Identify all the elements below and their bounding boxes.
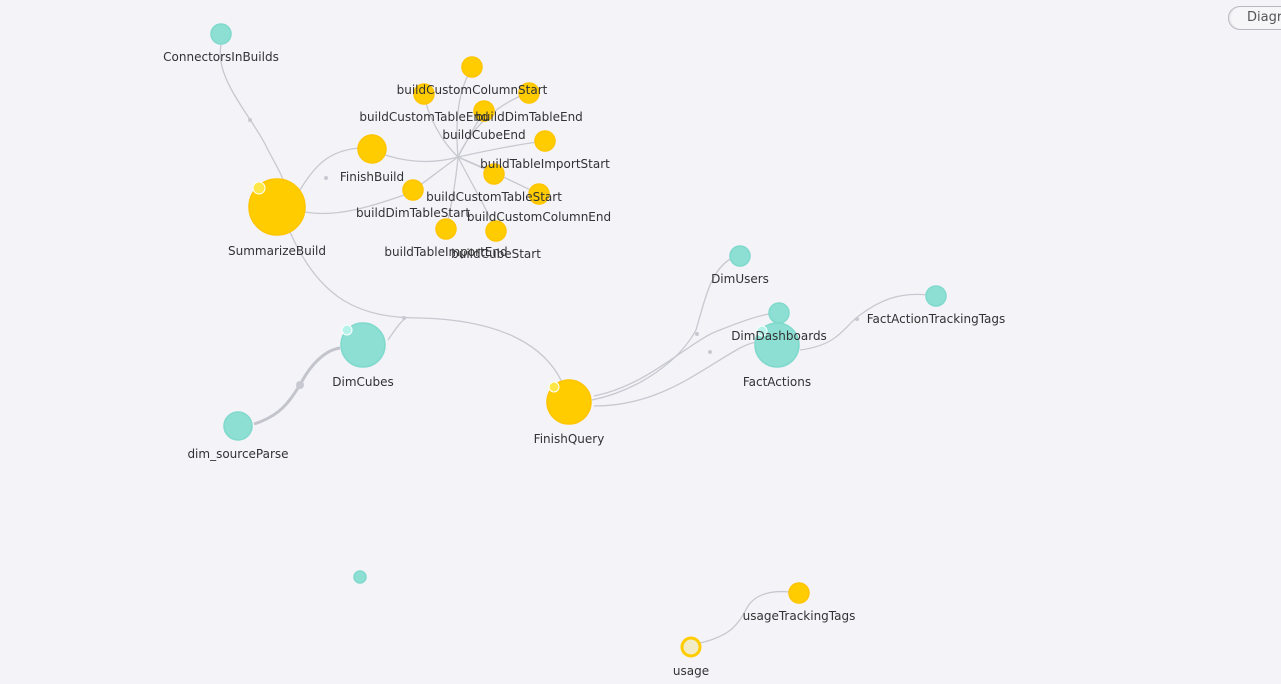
nodes (210, 23, 947, 658)
edge-summarize-finishbuild (299, 147, 361, 191)
fact-badge-icon (548, 381, 560, 393)
edge-midpoint-dot (296, 381, 304, 389)
dim-badge-icon (341, 324, 353, 336)
label-build-dim-table-end: buildDimTableEnd (475, 110, 583, 124)
node-dim-users[interactable] (729, 245, 751, 267)
label-usage-tracking-tags: usageTrackingTags (743, 609, 856, 623)
edge-midpoint-dot (708, 350, 712, 354)
node-usage[interactable] (680, 636, 702, 658)
label-dim-source-parse: dim_sourceParse (187, 447, 288, 461)
node-finish-query[interactable] (546, 379, 592, 425)
edge-connectors-summarize (219, 44, 284, 181)
label-connectors-in-builds: ConnectorsInBuilds (163, 50, 279, 64)
labels: ConnectorsInBuilds buildCustomColumnStar… (163, 50, 1005, 678)
label-build-custom-column-start: buildCustomColumnStart (397, 83, 548, 97)
label-build-cube-end: buildCubeEnd (442, 128, 525, 142)
edge-usage-trackingtags (699, 590, 791, 644)
node-build-table-import-start[interactable] (534, 130, 556, 152)
label-dim-users: DimUsers (711, 272, 769, 286)
label-build-dim-table-start: buildDimTableStart (356, 206, 470, 220)
node-dim-cubes[interactable] (340, 322, 386, 368)
node-dim-dashboards[interactable] (768, 302, 790, 324)
label-summarize-build: SummarizeBuild (228, 244, 326, 258)
label-build-cube-start: buildCubeStart (451, 247, 541, 261)
fact-badge-icon (252, 181, 266, 195)
label-build-table-import-end: buildTableImportEnd (384, 245, 507, 259)
node-build-custom-column-end[interactable] (528, 183, 550, 205)
node-finish-build[interactable] (357, 134, 387, 164)
diagram-button[interactable]: Diagr (1228, 6, 1281, 30)
label-dim-dashboards: DimDashboards (731, 329, 827, 343)
label-usage: usage (673, 664, 709, 678)
node-build-dim-table-end[interactable] (518, 82, 540, 104)
label-fact-actions: FactActions (743, 375, 811, 389)
label-build-custom-table-start: buildCustomTableStart (426, 190, 562, 204)
node-build-table-import-end[interactable] (435, 218, 457, 240)
edge-dimcubes-finishquery (387, 317, 407, 341)
node-connectors-in-builds[interactable] (210, 23, 232, 45)
label-finish-build: FinishBuild (340, 170, 404, 184)
edge-hub-tableimportstart (457, 140, 546, 158)
hub-dot (456, 155, 460, 159)
label-build-custom-column-end: buildCustomColumnEnd (467, 210, 611, 224)
node-build-custom-table-start[interactable] (483, 163, 505, 185)
node-build-cube-end[interactable] (473, 100, 495, 122)
edge-summarize-dimtablestart (304, 191, 414, 215)
node-unlabeled[interactable] (353, 570, 367, 584)
label-build-custom-table-end: buildCustomTableEnd (359, 110, 488, 124)
edge-midpoint-dot (402, 316, 406, 320)
edge-finishquery-dimdashboards (593, 313, 771, 397)
edge-hub-customtableend (423, 94, 459, 158)
edge-finishquery-dimusers (591, 257, 733, 401)
node-dim-source-parse[interactable] (223, 411, 253, 441)
node-build-cube-start[interactable] (485, 220, 507, 242)
label-build-table-import-start: buildTableImportStart (480, 157, 610, 171)
edge-midpoint-dot (695, 332, 699, 336)
edge-midpoint-dot (248, 118, 252, 122)
edge-midpoint-dot (324, 176, 328, 180)
edge-factactions-trackingtags (799, 293, 929, 351)
edge-finishquery-factactions (593, 341, 759, 407)
node-build-custom-table-end[interactable] (413, 83, 435, 105)
node-usage-tracking-tags[interactable] (788, 582, 810, 604)
edge-midpoint-dot (855, 317, 859, 321)
label-fact-action-tracking-tags: FactActionTrackingTags (867, 312, 1006, 326)
edges (219, 44, 929, 644)
node-fact-action-tracking-tags[interactable] (925, 285, 947, 307)
edge-hub-dimtableend (457, 92, 529, 158)
label-dim-cubes: DimCubes (332, 375, 394, 389)
label-finish-query: FinishQuery (534, 432, 605, 446)
dim-badge-icon (756, 325, 768, 337)
node-build-custom-column-start[interactable] (461, 56, 483, 78)
node-build-dim-table-start[interactable] (402, 179, 424, 201)
edge-summarize-finishquery (289, 231, 567, 393)
